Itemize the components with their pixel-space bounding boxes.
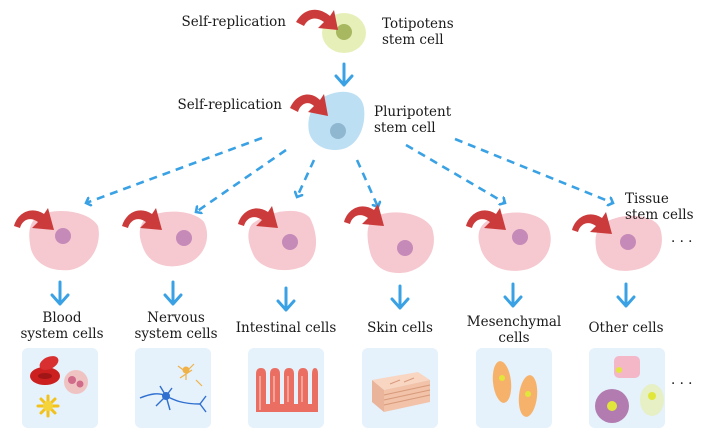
lineage-label-blood: Blood system cells bbox=[20, 310, 104, 342]
tissue-ellipsis: · · · bbox=[671, 234, 693, 250]
other-cells-ellipsis: · · · bbox=[671, 376, 693, 392]
differentiation-arrows bbox=[86, 136, 613, 212]
intestinal-self-renewal-arrow bbox=[238, 206, 278, 228]
lineage-label-other: Other cells bbox=[588, 320, 664, 336]
other-cells-panel bbox=[589, 348, 665, 428]
intestinal-cells-panel bbox=[248, 348, 324, 428]
totipotent-to-pluripotent-arrow bbox=[334, 62, 354, 87]
nervous-cells-panel bbox=[135, 348, 211, 428]
blood-self-renewal-arrow bbox=[14, 208, 54, 230]
other-self-renewal-arrow bbox=[572, 212, 612, 234]
lineage-label-intestinal: Intestinal cells bbox=[235, 320, 337, 336]
self-replication-arrow-2 bbox=[290, 94, 328, 116]
lineage-label-skin: Skin cells bbox=[367, 320, 433, 336]
mesenchymal-self-renewal-arrow bbox=[466, 208, 506, 230]
tissue-stem-cells-label: Tissue stem cells bbox=[625, 191, 694, 223]
other-progenitor-cell bbox=[595, 215, 662, 271]
intestinal-progenitor-cell bbox=[248, 210, 317, 271]
skin-cells-panel bbox=[362, 348, 438, 428]
self-replication-label-1: Self-replication bbox=[181, 14, 286, 30]
self-replication-label-2: Self-replication bbox=[177, 97, 282, 113]
lineage-label-nervous: Nervous system cells bbox=[134, 310, 218, 342]
self-replication-arrow-1 bbox=[296, 9, 338, 30]
mesenchymal-cells-panel bbox=[476, 348, 552, 428]
blood-cells-panel bbox=[22, 348, 98, 428]
skin-progenitor-cell bbox=[367, 212, 434, 274]
lineage-label-mesenchymal: Mesenchymal cells bbox=[466, 314, 562, 346]
skin-self-renewal-arrow bbox=[344, 204, 384, 226]
pluripotent-stem-cell-label: Pluripotent stem cell bbox=[374, 104, 452, 136]
totipotent-stem-cell-label: Totipotens stem cell bbox=[382, 16, 454, 48]
nervous-self-renewal-arrow bbox=[122, 208, 162, 230]
lineage-down-arrows bbox=[50, 280, 636, 312]
